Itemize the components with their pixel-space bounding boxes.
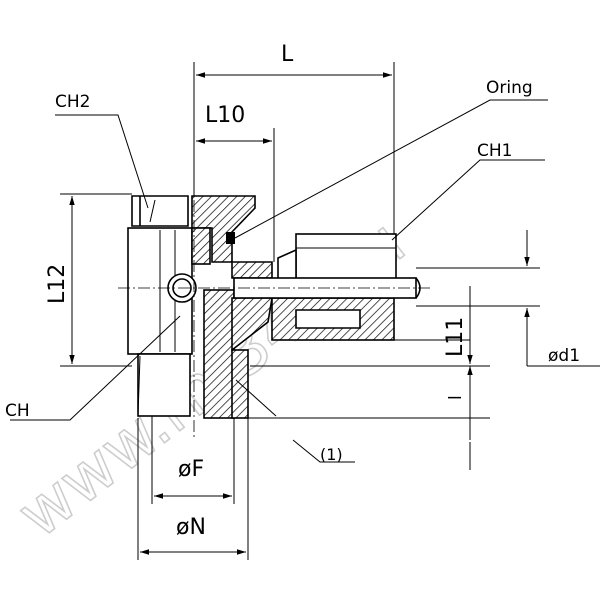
label-oring: Oring	[486, 78, 533, 98]
label-N: øN	[176, 515, 206, 540]
label-L11: L11	[443, 317, 468, 357]
hex-nut-ch2	[131, 195, 189, 227]
label-L: L	[281, 42, 294, 67]
label-note1: (1)	[320, 445, 343, 464]
oring	[226, 232, 235, 244]
label-CH2: CH2	[55, 92, 90, 112]
housing-body	[127, 227, 197, 417]
label-CH1: CH1	[477, 141, 512, 161]
label-l: l	[446, 395, 466, 400]
label-CH: CH	[5, 401, 30, 421]
label-d1: ød1	[548, 346, 580, 366]
centre-lines	[118, 160, 430, 438]
section-hatch	[191, 195, 273, 419]
label-L12: L12	[45, 264, 70, 304]
leader-lines	[10, 99, 548, 463]
dimension-lines	[60, 62, 600, 560]
label-F: øF	[178, 457, 204, 482]
label-L10: L10	[205, 103, 245, 128]
